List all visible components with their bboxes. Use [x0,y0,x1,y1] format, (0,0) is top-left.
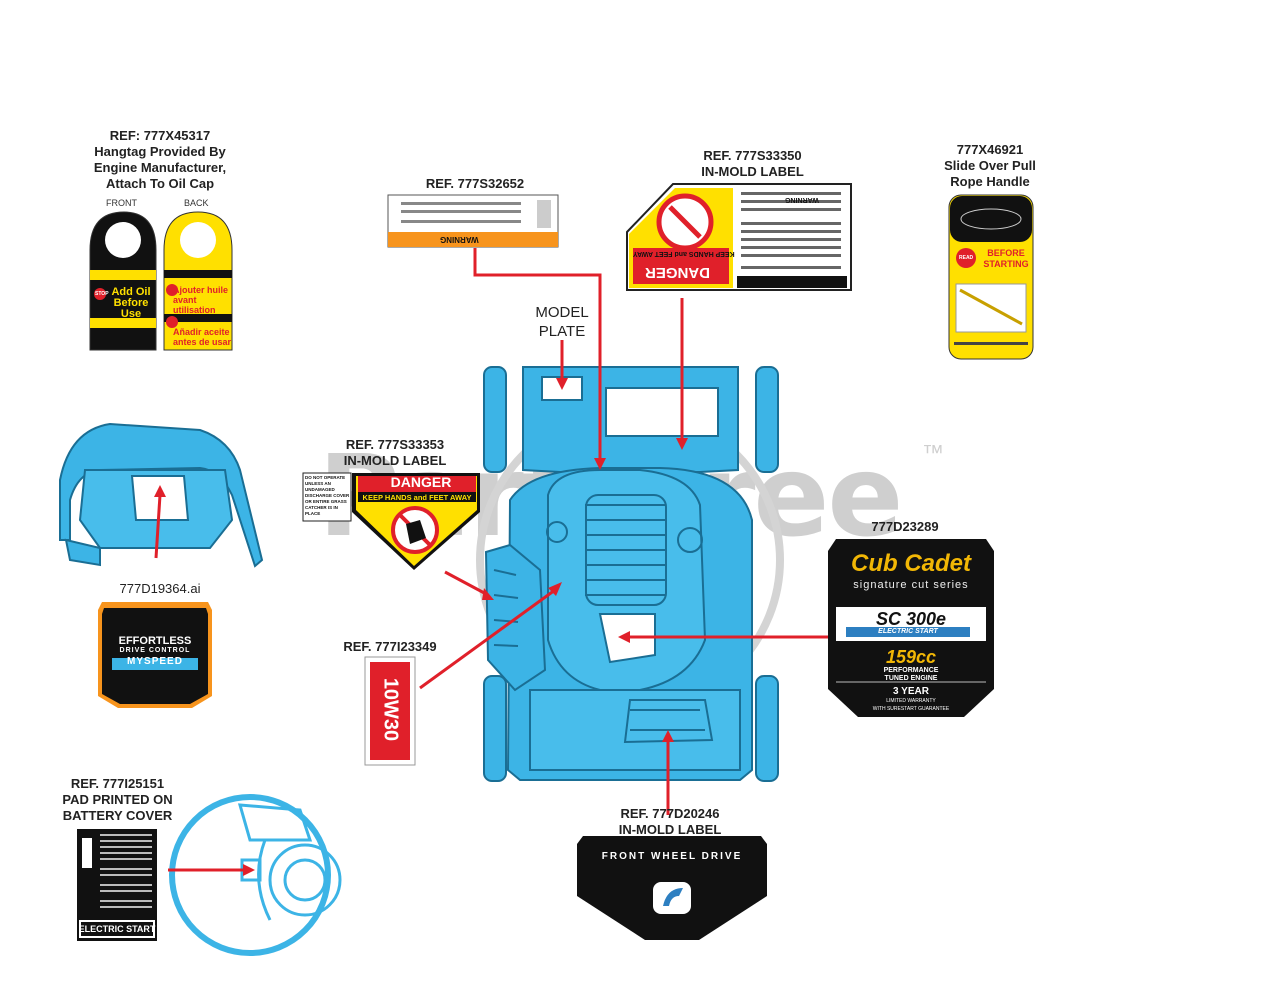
inmold-mid-side7: PLACE [305,511,321,516]
hangtag-caption: REF: 777X45317 Hangtag Provided By Engin… [60,128,260,192]
cubcadet-brand: Cub Cadet [851,550,971,577]
cubcadet-graphic [828,539,994,717]
cubcadet-warranty: 3 YEAR LIMITED WARRANTY WITH SURESTART G… [826,686,996,713]
cubcadet-ref: 777D23289 [871,519,939,534]
hangtag-line2: Engine Manufacturer, [93,160,227,175]
warning-label-word: WARNING [440,235,479,244]
inmold-top-caption: REF. 777S33350 IN-MOLD LABEL [665,148,840,180]
battery-line2: BATTERY COVER [62,808,173,823]
inmold-top-ref: REF. 777S33350 [703,148,802,163]
oil-ref: REF. 777I23349 [343,639,437,654]
myspeed-line1: EFFORTLESS [118,635,192,647]
cubcadet-warranty3: WITH SURESTART GUARANTEE [872,706,950,712]
inmold-top-sub: IN-MOLD LABEL [701,164,804,179]
inmold-slot-top [605,387,719,437]
myspeed-graphic [98,602,212,708]
model-plate-line1: MODEL [535,304,589,321]
cubcadet-start: ELECTRIC START [878,628,938,635]
oil-label-graphic [364,656,416,766]
inmold-top-warning: WARNING [785,196,819,203]
inmold-mid-side: DO NOT OPERATE UNLESS AN UNDAMAGED DISCH… [305,475,349,517]
pull-rope-ref: 777X46921 [956,142,1024,157]
battery-cover-detail [237,803,342,921]
cubcadet-warranty2: LIMITED WARRANTY [886,698,936,704]
hangtag-stop: STOP [95,291,109,297]
fwd-graphic [577,836,767,940]
hangtag-back-text: Ajouter huile avant utilisation Añadir a… [173,285,235,347]
inmold-mid-keep: KEEP HANDS and FEET AWAY [362,493,472,502]
cubcadet-perf: PERFORMANCE TUNED ENGINE [826,667,996,683]
inmold-mid-side3: UNDAMAGED [305,487,335,492]
trademark-mark: ™ [922,440,944,465]
inmold-mid-side6: CATCHER IS IN [305,505,338,510]
oil-text: 10W30 [379,677,402,742]
battery-electric-start: ELECTRIC START [78,924,156,934]
hangtag-back-text2: avant utilisation [173,295,216,315]
cubcadet-perf1: PERFORMANCE [883,667,939,674]
pull-rope-graphic [948,194,1034,360]
cubcadet-series: signature cut series [853,579,969,591]
cubcadet-warranty1: 3 YEAR [893,686,929,697]
hangtag-line3: Attach To Oil Cap [105,176,215,191]
myspeed-text: EFFORTLESS DRIVE CONTROL MYSPEED [96,636,214,667]
model-plate-caption: MODEL PLATE [520,303,604,341]
cubcadet-perf2: TUNED ENGINE [884,675,938,682]
inmold-mid-side5: OR ENTIRE GRASS [305,499,347,504]
cubcadet-model: SC 300e [875,609,947,629]
arrow-heads [154,378,688,876]
fwd-caption: REF. 777D20246 IN-MOLD LABEL [595,806,745,838]
hangtag-ref: REF: 777X45317 [109,128,211,143]
fwd-sub: IN-MOLD LABEL [618,822,722,837]
inmold-mid-side4: DISCHARGE COVER [305,493,350,498]
pull-rope-starting: STARTING [983,259,1029,269]
pull-rope-line1: Slide Over Pull [944,158,1036,173]
inmold-mid-danger: DANGER [390,474,452,490]
fwd-text: FRONT WHEEL DRIVE [601,851,743,862]
pull-rope-read: READ [959,255,974,261]
inmold-top-danger: DANGER [645,264,711,281]
mower-vents [493,494,714,744]
callout-arrows [154,248,830,872]
battery-ref: REF. 777I25151 [70,776,165,791]
battery-label-graphic [77,829,157,941]
model-plate-line2: PLATE [538,323,586,340]
hangtag-graphic [89,211,233,351]
hangtag-back-text1: Ajouter huile [173,285,229,295]
inmold-top-keep: KEEP HANDS and FEET AWAY [633,250,735,257]
inmold-mid-graphic [302,472,480,570]
inmold-mid-ref: REF. 777S33353 [345,437,445,452]
pull-rope-before: BEFORE [987,248,1025,258]
inmold-mid-sub: IN-MOLD LABEL [343,453,447,468]
myspeed-line3: MYSPEED [127,656,183,667]
myspeed-line2: DRIVE CONTROL [119,647,191,654]
pull-rope-caption: 777X46921 Slide Over Pull Rope Handle [920,142,1060,190]
inmold-mid-caption: REF. 777S33353 IN-MOLD LABEL [320,437,470,469]
hangtag-front-text2: Before Use [113,297,149,320]
cubcadet-cc: 159cc [885,647,937,667]
myspeed-ref: 777D19364.ai [119,581,201,596]
battery-line1: PAD PRINTED ON [62,792,173,807]
hangtag-line1: Hangtag Provided By [94,144,226,159]
hangtag-back-label: BACK [184,198,209,208]
hangtag-front-text: Add Oil Before Use [104,287,158,320]
battery-caption: REF. 777I25151 PAD PRINTED ON BATTERY CO… [45,776,190,824]
warning-label-ref: REF. 777S32652 [425,176,525,191]
pull-rope-before-starting: BEFORE STARTING [983,248,1029,270]
inmold-mid-side2: UNLESS AN [305,481,331,486]
battery-cover-circle [169,794,331,956]
hangtag-back-text4: antes de usar [173,337,232,347]
hangtag-front-text1: Add Oil [111,286,151,298]
pull-rope-line2: Rope Handle [950,174,1030,189]
fwd-ref: REF. 777D20246 [620,806,720,821]
handle-view [59,422,264,568]
inmold-mid-side1: DO NOT OPERATE [305,475,346,480]
warning-label-graphic [387,194,559,248]
inmold-top-graphic [626,183,852,291]
hangtag-front-label: FRONT [106,198,137,208]
hangtag-back-text3: Añadir aceite [173,327,230,337]
